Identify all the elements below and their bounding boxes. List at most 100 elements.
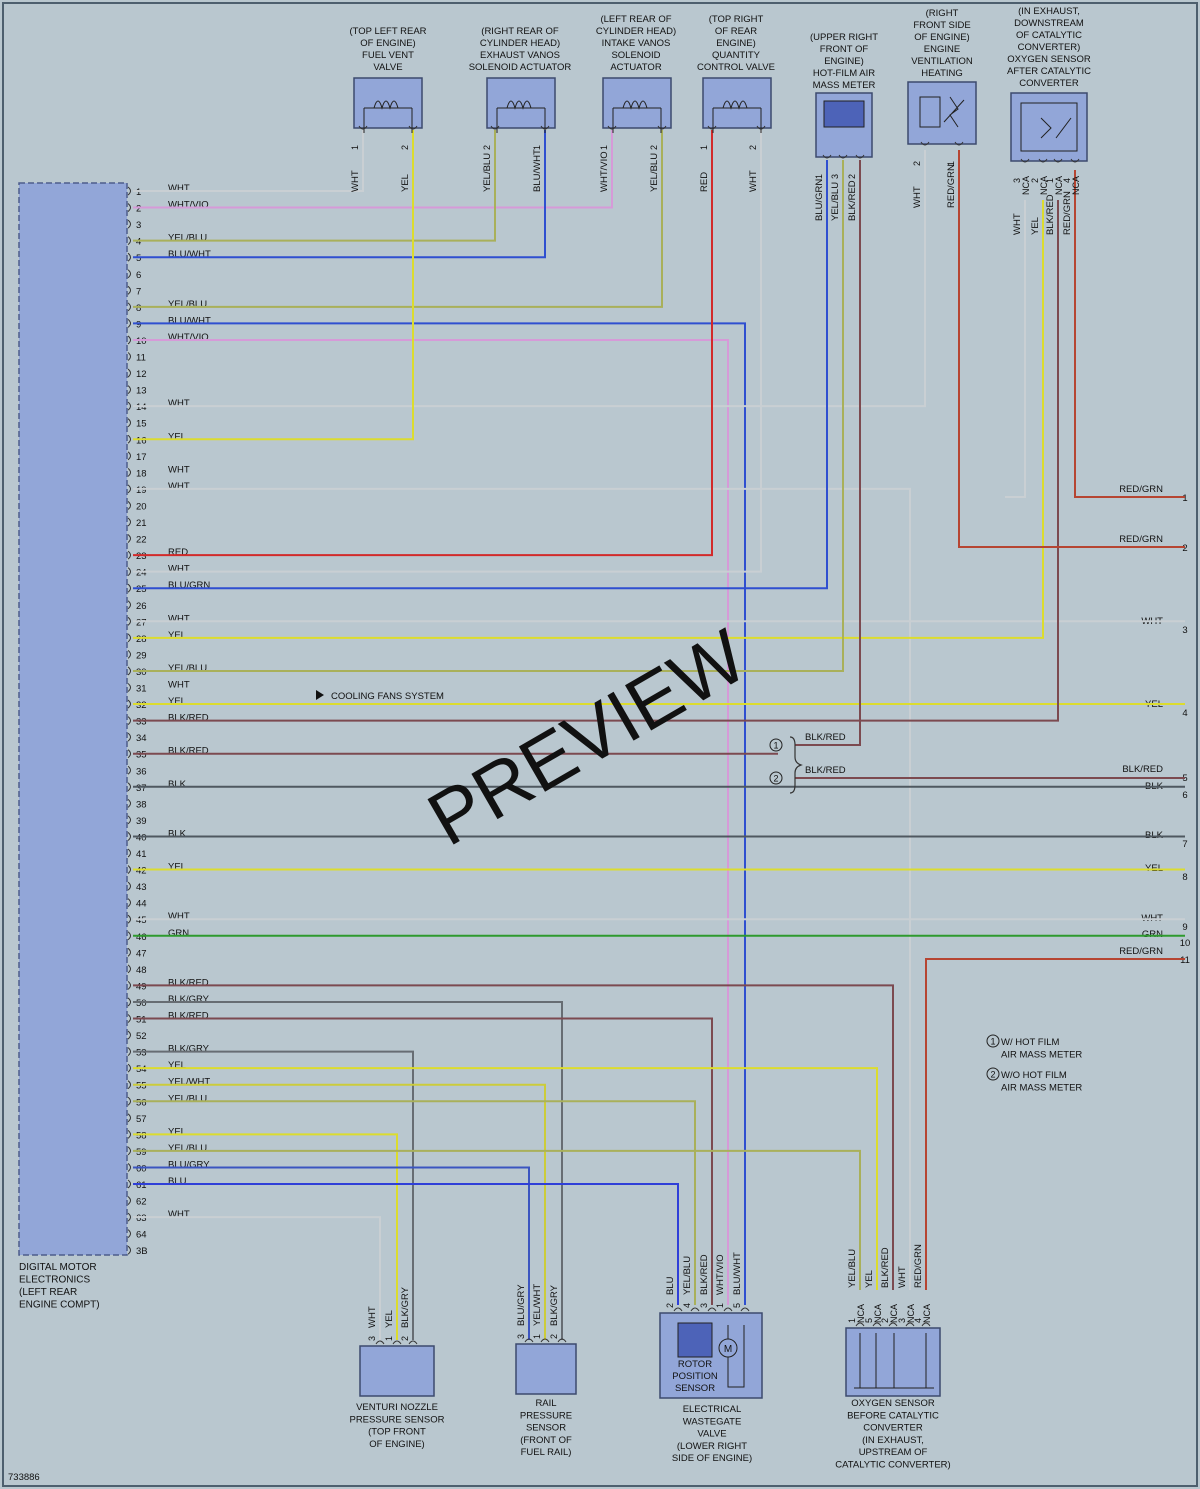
pin-number: 19 bbox=[136, 485, 147, 496]
pin-wire-label: WHT bbox=[168, 1209, 190, 1220]
pin-wire-label: YEL/BLU bbox=[168, 1093, 207, 1104]
pin-hook bbox=[127, 782, 131, 792]
pin-wire-label: BLU/GRY bbox=[168, 1159, 210, 1170]
top-pin-number: 2 bbox=[649, 145, 659, 150]
bottom-component-box bbox=[845, 1327, 941, 1397]
pin-wire-label: BLU bbox=[168, 1176, 187, 1187]
bottom-component-label: UPSTREAM OF bbox=[859, 1447, 928, 1458]
bottom-component-label: (IN EXHAUST, bbox=[862, 1435, 924, 1446]
pin-wire-label: YEL/BLU bbox=[168, 1143, 207, 1154]
bottom-pin-number: 2 bbox=[549, 1334, 559, 1339]
connector-hook bbox=[392, 1340, 402, 1345]
wire-blk-red bbox=[795, 160, 861, 746]
pin-number: 29 bbox=[136, 650, 147, 661]
bottom-pin-wire-label: YEL bbox=[864, 1270, 875, 1288]
wire-blu bbox=[133, 1183, 679, 1305]
pin-hook bbox=[127, 418, 131, 428]
top-pin-number: 4 bbox=[1062, 178, 1072, 183]
pin-hook bbox=[127, 517, 131, 527]
pin-wire-label: BLU/WHT bbox=[168, 315, 211, 326]
nca-label: NCA bbox=[1071, 176, 1081, 195]
bottom-pin-wire-label: BLU/WHT bbox=[732, 1252, 743, 1295]
ecu-block bbox=[18, 182, 128, 1256]
diagram-id: 733886 bbox=[8, 1472, 40, 1483]
pin-hook bbox=[127, 534, 131, 543]
top-pin-wire-label: BLU/WHT bbox=[532, 149, 543, 192]
top-component-label: SOLENOID ACTUATOR bbox=[469, 62, 572, 73]
connector-hook bbox=[1053, 158, 1063, 163]
pin-wire-label: WHT bbox=[168, 183, 190, 194]
rotor-position-sensor-label: ROTOR bbox=[678, 1359, 712, 1370]
top-component-label: MASS METER bbox=[813, 80, 876, 91]
pin-wire-label: BLK/RED bbox=[168, 1011, 209, 1022]
pin-hook bbox=[127, 666, 131, 676]
pin-hook bbox=[127, 434, 131, 444]
pin-hook bbox=[127, 269, 131, 279]
connector-hook bbox=[707, 125, 717, 130]
connector-hook bbox=[707, 1307, 717, 1312]
pin-hook bbox=[127, 501, 131, 510]
connector-hook bbox=[855, 154, 865, 159]
pin-number: 46 bbox=[136, 932, 147, 943]
output-number: 4 bbox=[1182, 708, 1187, 719]
wire-yel bbox=[133, 1133, 398, 1340]
cooling-fans-label: COOLING FANS SYSTEM bbox=[331, 691, 444, 702]
pin-number: 50 bbox=[136, 998, 147, 1009]
wire-yel bbox=[133, 200, 1044, 639]
solenoid-coil-symbol bbox=[363, 100, 413, 133]
top-pin-wire-label: BLU/GRN bbox=[814, 179, 825, 221]
nca-label: NCA bbox=[856, 1304, 866, 1323]
wire-wht bbox=[1005, 200, 1026, 498]
splice-marker bbox=[769, 738, 783, 752]
top-component-label: OXYGEN SENSOR bbox=[1007, 54, 1091, 65]
bottom-component-label: SIDE OF ENGINE) bbox=[672, 1453, 752, 1464]
pin-wire-label: WHT bbox=[168, 564, 190, 575]
bottom-component-label: (LOWER RIGHT bbox=[677, 1441, 747, 1452]
pin-number: 30 bbox=[136, 667, 147, 678]
top-pin-number: 1 bbox=[599, 145, 609, 150]
pin-number: 60 bbox=[136, 1163, 147, 1174]
pin-number: 40 bbox=[136, 832, 147, 843]
nca-label: NCA bbox=[873, 1304, 883, 1323]
pin-wire-label: YEL bbox=[168, 1126, 186, 1137]
pin-hook bbox=[127, 716, 131, 725]
bottom-component-label: CATALYTIC CONVERTER) bbox=[835, 1460, 950, 1471]
top-pin-number: 1 bbox=[699, 145, 709, 150]
rotor-position-sensor-element bbox=[677, 1322, 713, 1358]
wire-wht-vio bbox=[133, 130, 613, 209]
note-marker-number: 2 bbox=[990, 1070, 995, 1080]
pin-number: 47 bbox=[136, 948, 147, 959]
top-pin-wire-label: RED bbox=[699, 172, 710, 192]
connector-hook bbox=[540, 125, 550, 130]
pin-number: 55 bbox=[136, 1081, 147, 1092]
connector-hook bbox=[657, 125, 667, 130]
connector-hook bbox=[557, 1338, 567, 1343]
pin-number: 10 bbox=[136, 336, 147, 347]
pin-wire-label: BLK/GRY bbox=[168, 994, 210, 1005]
wire-wht bbox=[133, 1216, 381, 1340]
pin-wire-label: YEL bbox=[168, 1060, 186, 1071]
wire-wht bbox=[133, 130, 364, 192]
pin-number: 24 bbox=[136, 568, 147, 579]
output-number: 3 bbox=[1182, 625, 1187, 636]
pin-wire-label: GRN bbox=[168, 928, 189, 939]
pin-number: 14 bbox=[136, 402, 147, 413]
pin-wire-label: YEL bbox=[168, 696, 186, 707]
top-pin-wire-label: WHT bbox=[748, 170, 759, 192]
pin-hook bbox=[127, 1212, 131, 1222]
connector-hook bbox=[756, 125, 766, 130]
wire-yel bbox=[133, 1067, 878, 1290]
top-component-label: OF ENGINE) bbox=[360, 38, 415, 49]
pin-hook bbox=[127, 1179, 131, 1189]
wire-red-grn bbox=[925, 958, 1185, 1290]
splice-label: BLK/RED bbox=[805, 765, 846, 776]
nca-label: NCA bbox=[889, 1304, 899, 1323]
bottom-pin-wire-label: YEL/BLU bbox=[847, 1249, 858, 1288]
top-component-label: CYLINDER HEAD) bbox=[480, 38, 560, 49]
pin-hook bbox=[127, 385, 131, 394]
bottom-pin-number: 1 bbox=[532, 1334, 542, 1339]
pin-hook bbox=[127, 914, 131, 924]
pin-number: 27 bbox=[136, 617, 147, 628]
solenoid-coil-symbol bbox=[712, 100, 762, 133]
